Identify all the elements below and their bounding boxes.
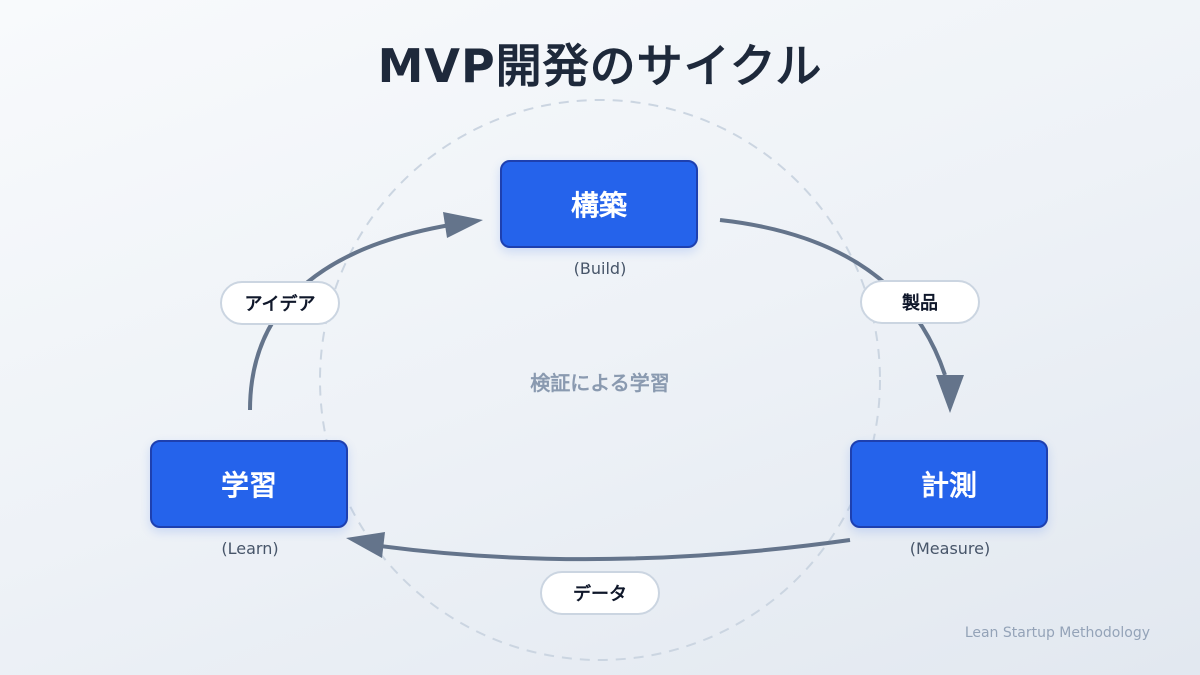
node-build-label: 構築 [570, 189, 627, 222]
edge-label-product: 製品 [860, 280, 980, 324]
edge-label-data-text: データ [573, 584, 627, 605]
arrowhead-measure-to-learn [346, 532, 385, 558]
arrow-build-to-measure [719, 218, 947, 376]
edge-label-idea-text: アイデア [244, 294, 316, 315]
dashed-cycle-circle [319, 99, 881, 661]
node-build: 構築 [500, 160, 698, 248]
node-measure-sublabel: (Measure) [909, 539, 991, 558]
node-measure: 計測 [850, 440, 1048, 528]
center-label: 検証による学習 [530, 371, 670, 395]
node-learn-label: 学習 [220, 469, 277, 502]
node-learn-sublabel: (Learn) [221, 539, 279, 558]
edge-label-product-text: 製品 [902, 293, 938, 314]
node-learn: 学習 [150, 440, 348, 528]
node-build-sublabel: (Build) [573, 259, 627, 278]
arrowhead-learn-to-build [443, 212, 483, 238]
arrowhead-build-to-measure [936, 375, 964, 413]
page-title: MVP開発のサイクル [377, 39, 823, 93]
arrow-measure-to-learn [379, 538, 851, 562]
edge-label-idea: アイデア [220, 281, 340, 325]
edge-label-data: データ [540, 571, 660, 615]
node-measure-label: 計測 [920, 469, 977, 502]
footer-methodology: Lean Startup Methodology [964, 625, 1150, 641]
